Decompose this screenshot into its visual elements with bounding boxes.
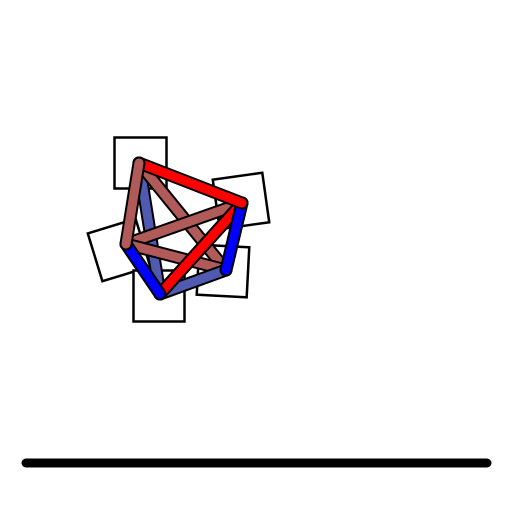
link-e-b[interactable] — [155, 198, 247, 299]
link-c-d[interactable] — [121, 239, 231, 275]
link-c-e[interactable] — [121, 239, 165, 299]
links-layer — [119, 156, 249, 301]
link-a-d[interactable] — [134, 158, 231, 275]
link-a-b[interactable] — [134, 158, 247, 208]
link-a-c[interactable] — [121, 158, 144, 249]
link-a-e[interactable] — [134, 158, 165, 299]
link-b-d[interactable] — [221, 198, 247, 275]
link-c-b[interactable] — [121, 198, 247, 249]
